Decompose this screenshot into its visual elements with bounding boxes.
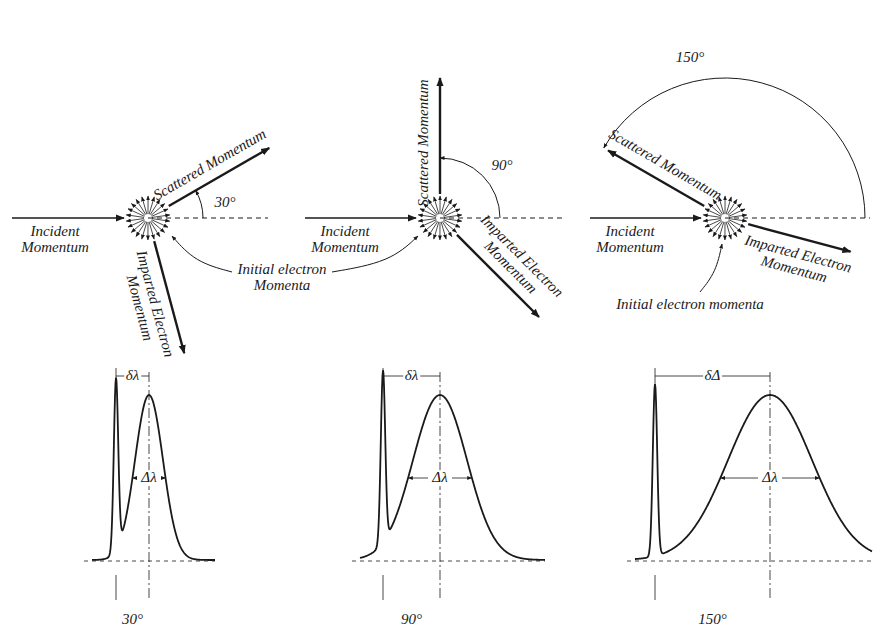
shift-label: δλ — [403, 368, 420, 384]
width-label: Δλ — [760, 470, 779, 486]
spectrum-curve — [635, 384, 872, 559]
momentum-ray — [147, 222, 148, 240]
momentum-ray — [703, 215, 721, 218]
shift-label: δΔ — [703, 368, 723, 384]
leader-line — [700, 244, 722, 292]
momentum-ray — [440, 196, 441, 214]
momentum-ray — [418, 215, 436, 218]
momentum-ray — [149, 197, 154, 214]
momentum-label: Imparted Electron Momentum — [738, 232, 854, 291]
spectrum-curve — [92, 378, 215, 560]
angle-arc — [440, 158, 500, 218]
shift-label: δλ — [124, 368, 141, 384]
baseline — [84, 561, 215, 562]
momentum-ray — [725, 196, 726, 214]
baseline — [352, 561, 545, 562]
angle-label: 30° — [215, 195, 236, 211]
angle-label: 150° — [698, 612, 727, 628]
momentum-label: Scattered Momentum — [416, 79, 432, 206]
callout-label: Initial electron Momenta — [230, 262, 335, 294]
angle-arc — [604, 78, 865, 218]
width-arrow — [721, 478, 758, 479]
momentum-label: Imparted Electron Momentum — [465, 211, 566, 312]
momentum-ray — [441, 197, 446, 214]
angle-label: 90° — [492, 158, 513, 174]
scattered-arrow — [439, 78, 441, 194]
momentum-ray — [126, 215, 144, 218]
momentum-label: Incident Momentum — [306, 224, 384, 256]
leader-line — [172, 236, 232, 272]
width-arrow — [452, 478, 472, 479]
momentum-ray — [142, 222, 147, 239]
center-line — [770, 372, 771, 600]
incident-arrow — [305, 217, 416, 219]
width-arrow — [782, 478, 819, 479]
angle-arc — [196, 191, 203, 219]
baseline — [627, 561, 872, 562]
incident-arrow — [590, 217, 701, 219]
momentum-ray — [439, 222, 440, 240]
momentum-label: Incident Momentum — [591, 224, 669, 256]
momentum-label: Scattered Momentum — [151, 126, 269, 203]
reference-line — [148, 218, 268, 219]
angle-label: 150° — [676, 50, 705, 66]
momentum-ray — [152, 219, 170, 222]
spectrum-curve — [360, 370, 545, 560]
width-label: Δλ — [430, 470, 449, 486]
tick — [116, 575, 117, 600]
momentum-ray — [142, 197, 147, 214]
momentum-ray — [719, 222, 724, 239]
momentum-ray — [726, 222, 731, 239]
momentum-ray — [149, 222, 154, 239]
momentum-label: Scattered Momentum — [606, 126, 724, 203]
angle-label: 90° — [401, 612, 422, 628]
center-line — [440, 372, 441, 600]
tick — [383, 575, 384, 600]
momentum-ray — [444, 219, 462, 222]
width-arrow — [133, 478, 137, 479]
center-line — [149, 372, 150, 600]
momentum-ray — [729, 219, 747, 222]
tick — [655, 575, 656, 600]
momentum-ray — [148, 196, 149, 214]
angle-label: 30° — [122, 612, 143, 628]
momentum-ray — [726, 197, 731, 214]
reference-line — [440, 218, 565, 219]
momentum-ray — [441, 222, 446, 239]
momentum-label: Incident Momentum — [16, 224, 94, 256]
callout-label: Initial electron momenta — [616, 297, 764, 313]
width-arrow — [408, 478, 428, 479]
momentum-label: Imparted Electron Momentum — [117, 248, 176, 364]
momentum-ray — [719, 197, 724, 214]
width-label: Δλ — [139, 470, 158, 486]
momentum-ray — [434, 197, 439, 214]
reference-line — [725, 218, 870, 219]
width-arrow — [161, 478, 165, 479]
incident-arrow — [12, 217, 124, 219]
momentum-ray — [724, 222, 725, 240]
momentum-ray — [434, 222, 439, 239]
